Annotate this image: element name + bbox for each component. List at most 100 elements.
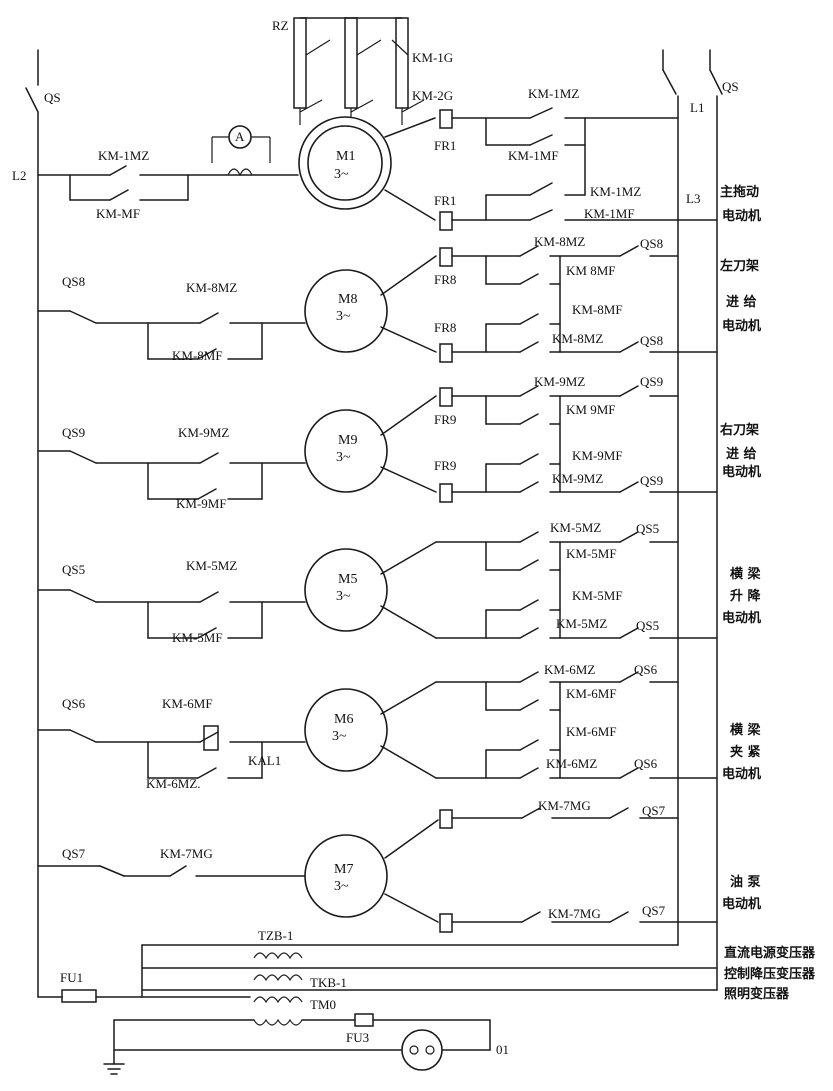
fr9-top-label: FR9 [434, 412, 456, 427]
m5-desc-1: 横 梁 [730, 566, 762, 582]
m9-phase-label: 3~ [336, 450, 351, 465]
m1-ctrl-top-label: KM-1MZ [98, 148, 149, 163]
fr1-bot-label: FR1 [434, 193, 456, 208]
m9-c4-label: KM-9MZ [552, 471, 603, 486]
m1-motor-inner [307, 125, 383, 201]
m9-section [37, 385, 718, 503]
m7-thermal-top-icon [439, 809, 453, 829]
m8-c1-label: KM-8MZ [534, 234, 585, 249]
m7-ctrl-label: KM-7MG [160, 846, 213, 861]
m9-motor-label: M9 [338, 433, 357, 448]
m1-c2-label: KM-1MF [508, 148, 559, 163]
qs-right-label: QS [722, 79, 739, 94]
m5-ctrl-top-label: KM-5MZ [186, 558, 237, 573]
ammeter-label: A [235, 129, 245, 144]
sec-m8-fr-top-icon [439, 247, 453, 267]
m8-motor-label: M8 [338, 292, 357, 307]
sec-m9-motor [304, 409, 388, 493]
m5-section [37, 531, 718, 639]
lamp-label: 01 [496, 1042, 509, 1057]
m9-ctrl-top-label: KM-9MZ [178, 425, 229, 440]
fr8-bot-label: FR8 [434, 320, 456, 335]
m7-motor [304, 834, 388, 918]
m9-ctrl-bot-label: KM-9MF [176, 496, 227, 511]
fr1-top-icon [439, 109, 453, 129]
rz-label: RZ [272, 18, 289, 33]
m1-motor-label: M1 [336, 149, 355, 164]
m9-qs-top-label: QS9 [640, 374, 663, 389]
fr1-top-label: FR1 [434, 138, 456, 153]
m7-section [37, 807, 718, 933]
m9-c2-label: KM 9MF [566, 402, 616, 417]
m5-phase-label: 3~ [336, 589, 351, 604]
m7-desc-1: 油 泵 [730, 874, 761, 890]
qs-left-label: QS [44, 90, 61, 105]
m1-c3-label: KM-1MZ [590, 184, 641, 199]
transformer-desc-3: 照明变压器 [724, 986, 790, 1002]
m1-ctrl-bot-label: KM-MF [96, 206, 140, 221]
fr8-top-label: FR8 [434, 272, 456, 287]
transformer-section [37, 944, 718, 1075]
m5-qs-top-label: QS5 [636, 521, 659, 536]
m6-c1-label: KM-6MZ [544, 662, 595, 677]
l1-label: L1 [690, 100, 704, 115]
m8-phase-label: 3~ [336, 309, 351, 324]
m8-section [37, 245, 718, 363]
fu3-fuse-icon [354, 1013, 374, 1027]
m6-c4-label: KM-6MZ [546, 756, 597, 771]
m6-relay-label: KAL1 [248, 753, 281, 768]
m1-phase-label: 3~ [334, 167, 349, 182]
m6-desc-1: 横 梁 [730, 722, 762, 738]
m5-motor-label: M5 [338, 572, 357, 587]
m6-c3-label: KM-6MF [566, 724, 617, 739]
m8-qs-top-label: QS8 [640, 236, 663, 251]
m1-c4-label: KM-1MF [584, 206, 635, 221]
m9-c3-label: KM-9MF [572, 448, 623, 463]
tm0-coil-secondary [253, 1018, 303, 1026]
m5-qs-label: QS5 [62, 562, 85, 577]
m5-c1-label: KM-5MZ [550, 520, 601, 535]
m1-desc-2: 电动机 [722, 208, 761, 224]
sec-m6-relay-coil [203, 725, 219, 751]
m8-c4-label: KM-8MZ [552, 331, 603, 346]
sec-m9-fr-bot-icon [439, 483, 453, 503]
m7-qs-label: QS7 [62, 846, 86, 861]
sec-m8-fr-bot-icon [439, 343, 453, 363]
tm0-coil-primary [253, 996, 303, 1004]
sec-m6-motor [304, 688, 388, 772]
m7-motor-label: M7 [334, 862, 353, 877]
m6-qs-top-label: QS6 [634, 662, 658, 677]
rz-resistor-3 [395, 17, 409, 109]
sec-m5-motor [304, 548, 388, 632]
m6-qs-label: QS6 [62, 696, 86, 711]
km-1g-label: KM-1G [412, 50, 453, 65]
fr1-bot-icon [439, 211, 453, 231]
m8-qs-bot-label: QS8 [640, 333, 663, 348]
m8-c3-label: KM-8MF [572, 302, 623, 317]
fu1-fuse-icon [61, 989, 97, 1003]
l2-label: L2 [12, 168, 26, 183]
m5-qs-bot-label: QS5 [636, 618, 659, 633]
m6-desc-2: 夹 紧 [730, 744, 761, 760]
m7-c2-label: KM-7MG [548, 906, 601, 921]
transformer-desc-2: 控制降压变压器 [724, 966, 816, 982]
tkb-label: TKB-1 [310, 975, 347, 990]
tzb-coil [253, 952, 303, 960]
m5-ctrl-bot-label: KM-5MF [172, 630, 223, 645]
m7-c1-label: KM-7MG [538, 798, 591, 813]
tkb-coil [253, 974, 303, 982]
m9-desc-2: 进 给 [726, 446, 757, 462]
m9-desc-3: 电动机 [722, 464, 761, 480]
m1-c1-label: KM-1MZ [528, 86, 579, 101]
lamp-icon [401, 1029, 443, 1071]
m5-c2-label: KM-5MF [566, 546, 617, 561]
l3-label: L3 [686, 191, 700, 206]
m5-c4-label: KM-5MZ [556, 616, 607, 631]
m1-desc-1: 主拖动 [720, 184, 759, 200]
m6-c2-label: KM-6MF [566, 686, 617, 701]
m8-desc-3: 电动机 [722, 318, 761, 334]
m8-desc-2: 进 给 [726, 294, 757, 310]
m7-thermal-bot-icon [439, 913, 453, 933]
